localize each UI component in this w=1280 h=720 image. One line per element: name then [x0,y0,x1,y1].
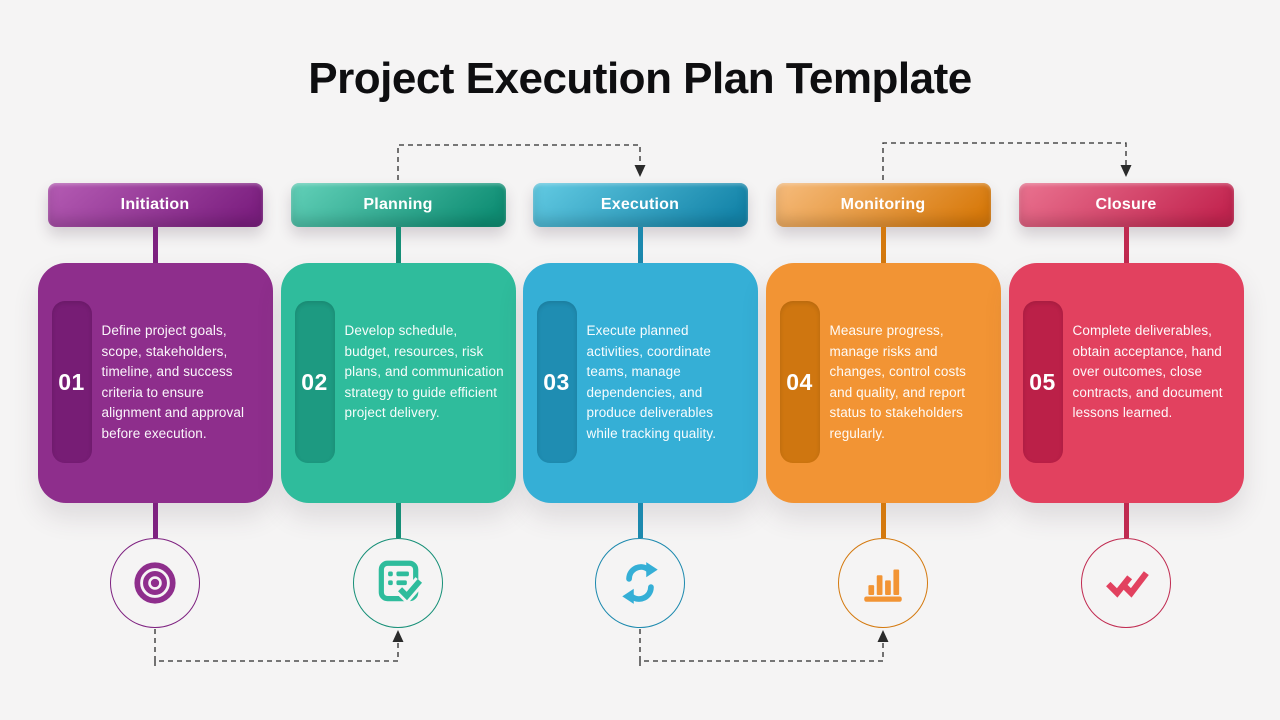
stage-number: 01 [58,368,85,395]
arrowhead-up-planning [392,630,404,642]
stem-line [637,503,643,538]
connector-monitoring-to-closure [882,142,1127,180]
stage-label: Initiation [120,196,190,213]
stage-icon-circle [110,538,200,628]
stage-icon-circle [838,538,928,628]
stage-monitoring: Monitoring 04 Measure progress, manage r… [765,183,1001,628]
number-tab: 01 [51,301,92,463]
stage-description: Complete deliverables, obtain acceptance… [1072,323,1223,421]
stem-line [1123,503,1129,538]
arrowhead-down-execution [634,165,646,177]
bar-chart-icon [864,569,902,602]
checklist-icon [378,560,423,605]
stage-icon-circle [353,538,443,628]
connector-execution-to-monitoring [639,629,884,662]
stage-card: 04 Measure progress, manage risks and ch… [765,263,1001,503]
number-tab: 05 [1022,301,1063,463]
connector-initiation-to-planning [154,629,399,662]
stage-icon-circle [1081,538,1171,628]
stage-card: 03 Execute planned activities, coordinat… [522,263,758,503]
number-tab: 03 [536,301,577,463]
stem-line [152,503,158,538]
stem-line [152,227,158,263]
stage-description: Define project goals, scope, stakeholder… [101,323,245,441]
stage-description: Measure progress, manage risks and chang… [829,323,967,441]
stage-header-pill: Execution [532,183,748,227]
stage-description: Execute planned activities, coordinate t… [586,323,717,441]
stem-line [395,227,401,263]
stage-card: 05 Complete deliverables, obtain accepta… [1008,263,1244,503]
number-tab: 04 [779,301,820,463]
stage-closure: Closure 05 Complete deliverables, obtain… [1008,183,1244,628]
stem-line [637,227,643,263]
target-icon [134,562,176,604]
stem-line [1123,227,1129,263]
stage-number: 04 [786,368,813,395]
stage-initiation: Initiation 01 Define project goals, scop… [37,183,273,628]
stem-line [880,503,886,538]
stage-description: Develop schedule, budget, resources, ris… [344,323,504,421]
stage-label: Execution [600,196,680,213]
stage-header-pill: Planning [290,183,506,227]
stage-execution: Execution 03 Execute planned activities,… [522,183,758,628]
stage-header-pill: Monitoring [775,183,991,227]
stage-number: 05 [1029,368,1056,395]
stage-planning: Planning 02 Develop schedule, budget, re… [280,183,516,628]
stage-label: Closure [1095,196,1157,213]
stem-line [395,503,401,538]
stage-header-pill: Initiation [47,183,263,227]
stage-header-pill: Closure [1018,183,1234,227]
stage-label: Planning [363,196,433,213]
stage-icon-circle [595,538,685,628]
stage-number: 02 [301,368,328,395]
stem-line [880,227,886,263]
stage-number: 03 [543,368,570,395]
arrowhead-down-closure [1120,165,1132,177]
connector-planning-to-execution [397,144,641,180]
sync-arrows-icon [622,562,658,604]
stage-card: 01 Define project goals, scope, stakehol… [37,263,273,503]
stage-label: Monitoring [840,196,926,213]
arrowhead-up-monitoring [877,630,889,642]
double-check-icon [1106,571,1149,598]
page-title: Project Execution Plan Template [308,54,972,103]
number-tab: 02 [294,301,335,463]
stage-card: 02 Develop schedule, budget, resources, … [280,263,516,503]
